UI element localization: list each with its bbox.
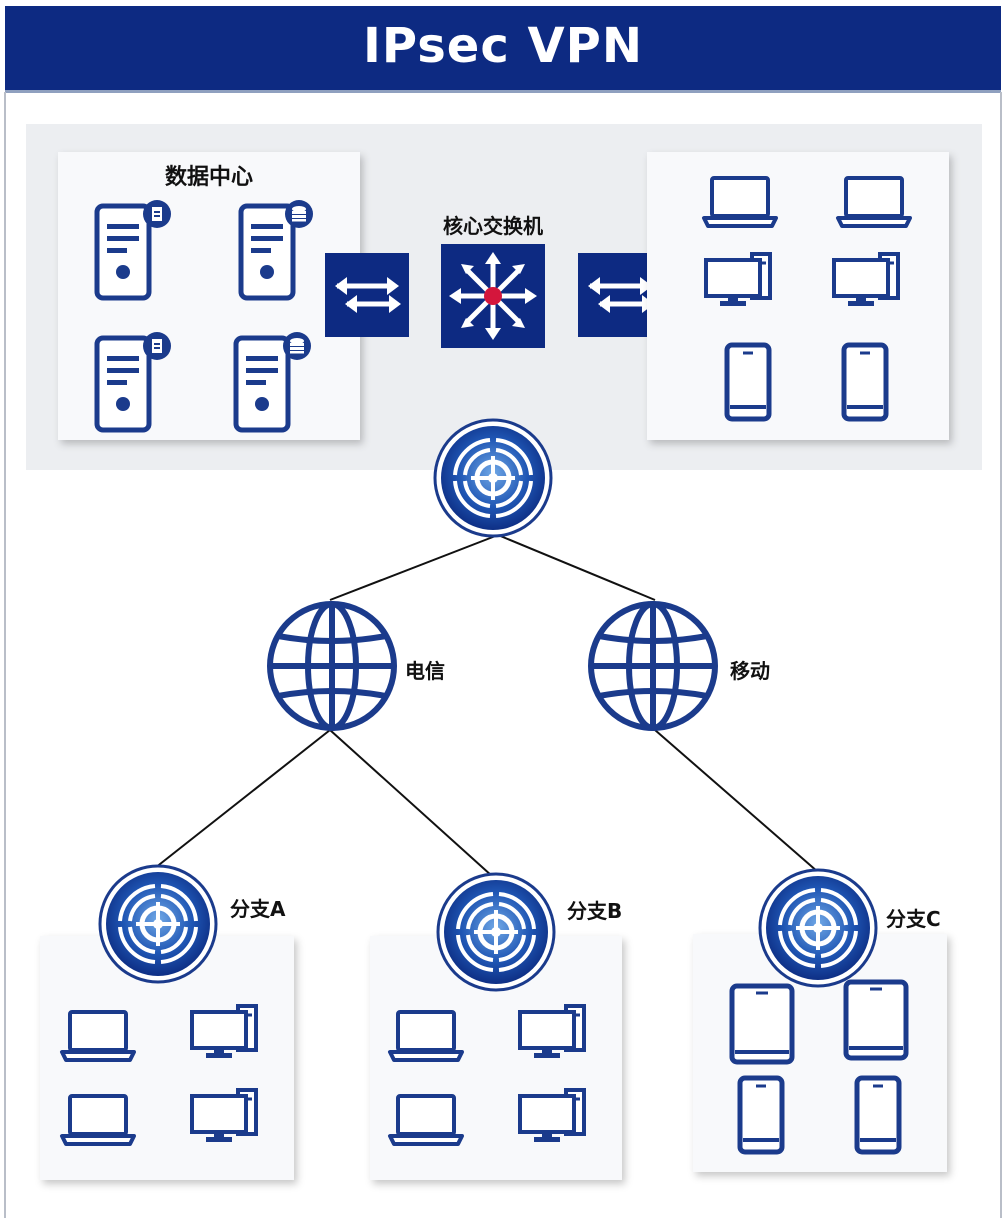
phone-icon: [857, 1078, 899, 1152]
laptop-icon: [388, 1094, 464, 1146]
datacenter-label: 数据中心: [165, 164, 253, 190]
laptop-icon: [60, 1010, 136, 1062]
branch-a-label: 分支A: [230, 897, 286, 921]
laptop-icon: [702, 176, 778, 228]
vpn-gateway-icon: [760, 870, 876, 986]
branch-c-label: 分支C: [886, 907, 941, 931]
phone-icon: [740, 1078, 782, 1152]
globe-icon: [270, 604, 394, 728]
frame-border-right: [1000, 92, 1002, 1218]
vpn-gateway-icon: [100, 866, 216, 982]
connection-lines: [154, 294, 819, 877]
diagram-title: IPsec VPN: [363, 18, 643, 74]
phone-icon: [844, 345, 886, 419]
isp-mobile-label: 移动: [730, 659, 770, 683]
vpn-gateway-icon: [435, 420, 551, 536]
title-banner: IPsec VPN: [5, 6, 1001, 93]
globe-icon: [591, 604, 715, 728]
core-switch-label: 核心交换机: [443, 214, 543, 238]
tablet-icon: [732, 986, 792, 1062]
phone-icon: [727, 345, 769, 419]
branch-b-label: 分支B: [567, 899, 622, 923]
switch-icon: [325, 253, 409, 337]
vpn-gateway-icon: [438, 874, 554, 990]
laptop-icon: [388, 1010, 464, 1062]
laptop-icon: [836, 176, 912, 228]
tablet-icon: [846, 982, 906, 1058]
isp-telecom-label: 电信: [405, 659, 445, 683]
core-switch-icon: [441, 244, 545, 348]
frame-border-left: [4, 92, 6, 1218]
laptop-icon: [60, 1094, 136, 1146]
